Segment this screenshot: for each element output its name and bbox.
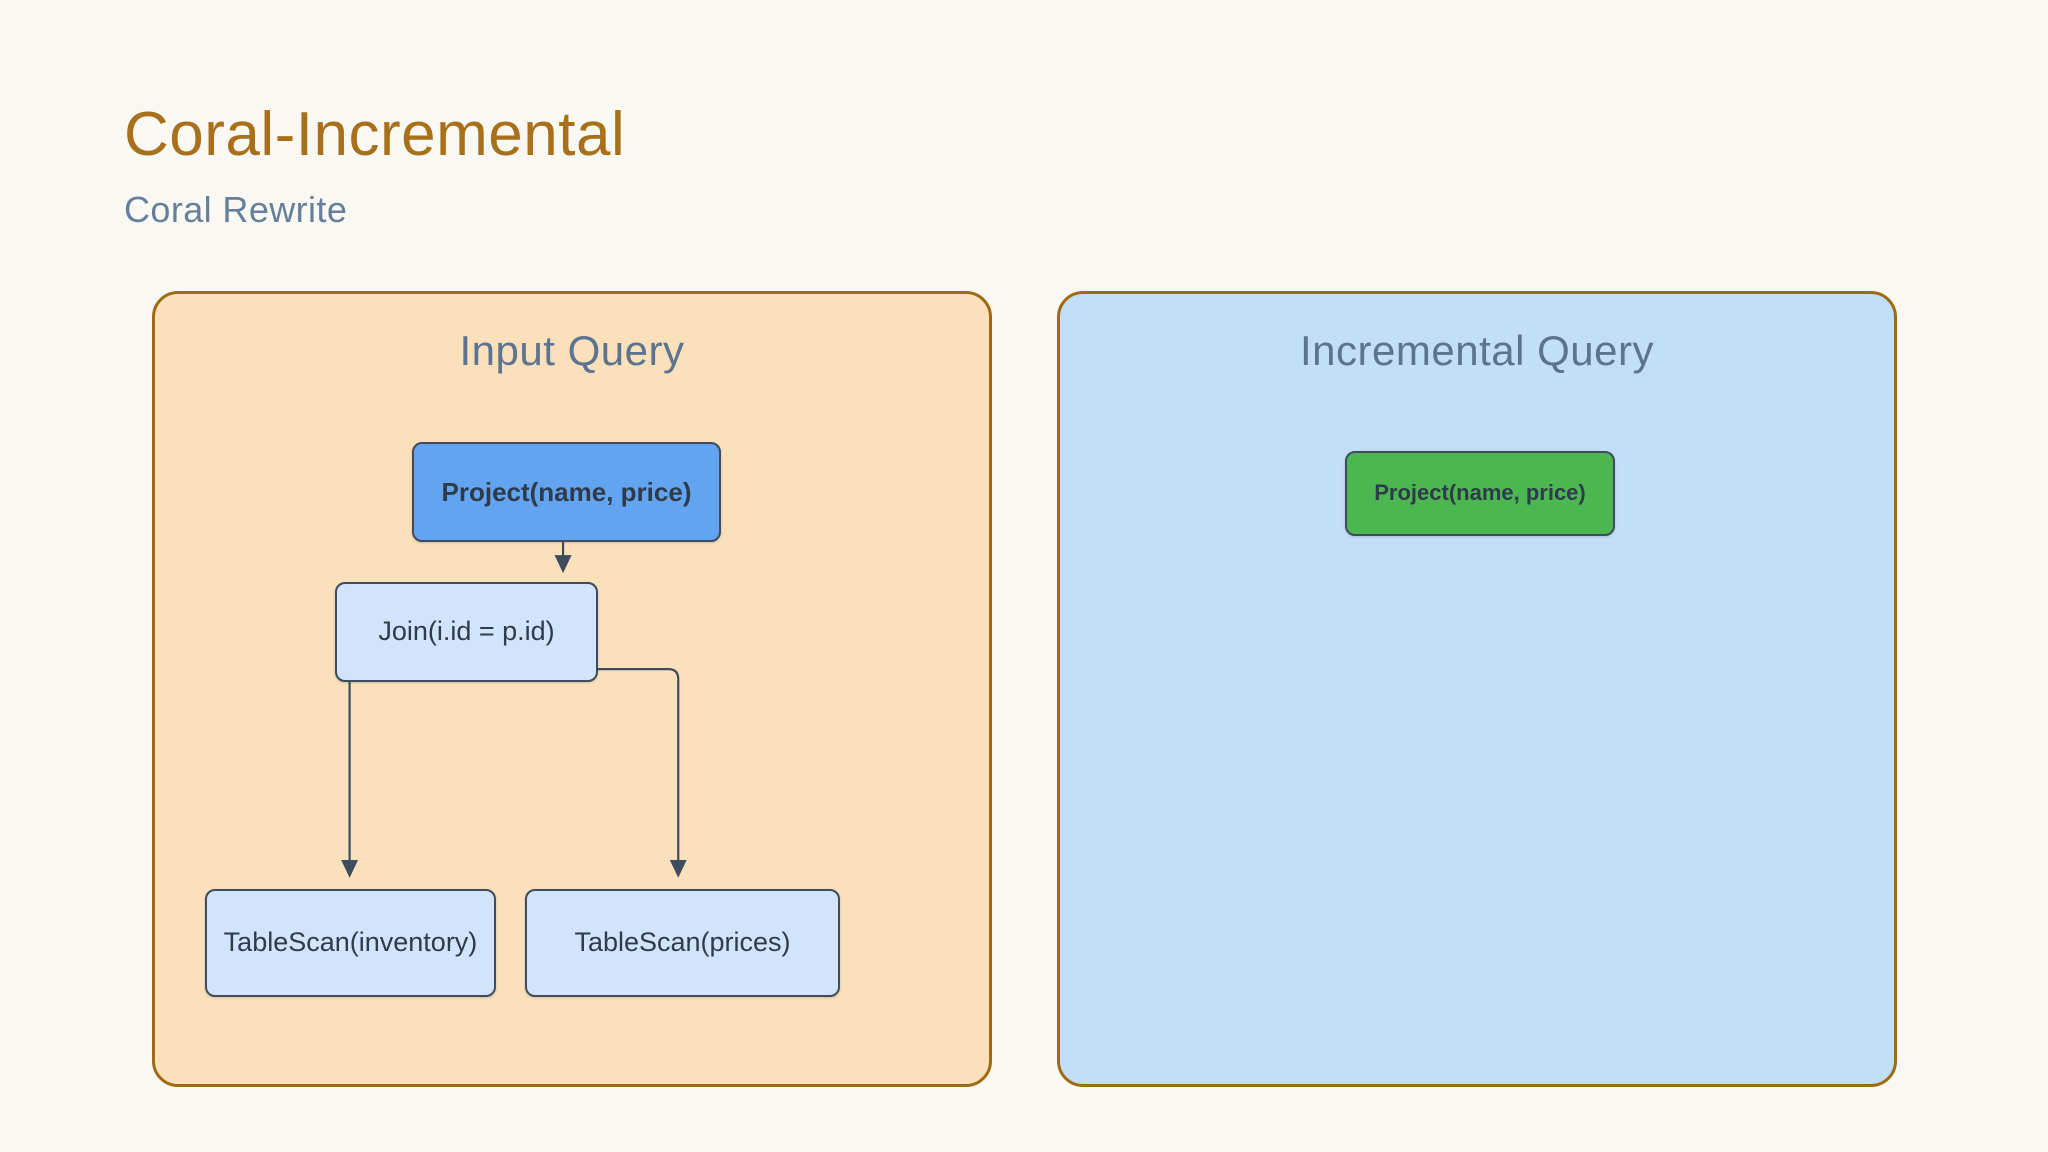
edge-join-to-tablescan-prices	[462, 660, 687, 878]
node-join[interactable]: Join(i.id = p.id)	[335, 582, 598, 682]
node-tablescan-inventory[interactable]: TableScan(inventory)	[205, 889, 496, 997]
node-label: Project(name, price)	[441, 476, 692, 507]
query-plan-graph-input: Project(name, price) Join(i.id = p.id) T…	[155, 294, 989, 1084]
node-project-input[interactable]: Project(name, price)	[412, 442, 721, 542]
page-header: Coral-Incremental Coral Rewrite	[124, 104, 1024, 228]
node-tablescan-prices[interactable]: TableScan(prices)	[525, 889, 840, 997]
node-label: TableScan(prices)	[574, 927, 791, 958]
panel-incremental-query: Incremental Query Project(name, price)	[1057, 291, 1897, 1087]
node-label: Join(i.id = p.id)	[378, 616, 555, 647]
query-plan-graph-incremental: Project(name, price)	[1060, 294, 1894, 1084]
page-title: Coral-Incremental	[124, 100, 626, 169]
edge-join-to-tablescan-inventory	[341, 660, 465, 878]
page-subtitle: Coral Rewrite	[124, 189, 348, 230]
panel-title-incremental-query: Incremental Query	[1300, 327, 1654, 374]
node-label: TableScan(inventory)	[223, 927, 478, 958]
panel-title-input-query: Input Query	[459, 327, 685, 374]
node-label: Project(name, price)	[1374, 480, 1586, 506]
panel-input-query: Input Query Project(name, price) Join(i.…	[152, 291, 992, 1087]
node-project-incremental[interactable]: Project(name, price)	[1345, 451, 1615, 536]
